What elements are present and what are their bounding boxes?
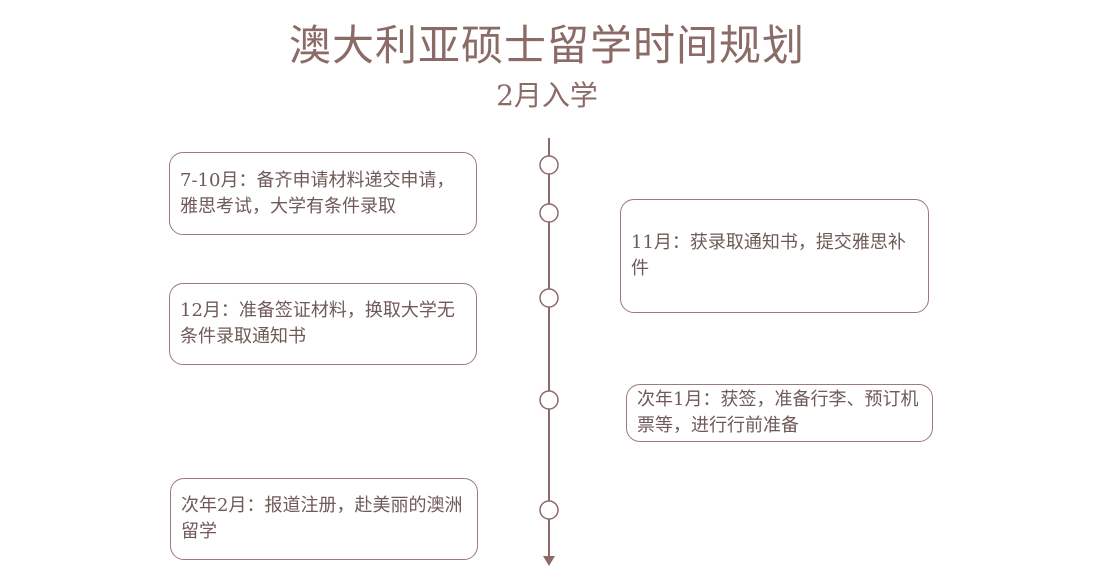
- event-text-next-jan: 次年1月：获签，准备行李、预订机票等，进行行前准备: [637, 389, 919, 436]
- timeline-node-1: [539, 155, 559, 175]
- timeline-node-4: [539, 390, 559, 410]
- timeline-node-2: [539, 203, 559, 223]
- event-text-nov: 11月：获录取通知书，提交雅思补件: [631, 232, 906, 279]
- event-box-next-jan: 次年1月：获签，准备行李、预订机票等，进行行前准备: [626, 384, 933, 442]
- event-text-next-feb: 次年2月：报道注册，赴美丽的澳洲留学: [181, 495, 463, 542]
- event-text-dec: 12月：准备签证材料，换取大学无条件录取通知书: [180, 300, 455, 347]
- page-title: 澳大利亚硕士留学时间规划: [288, 21, 805, 70]
- event-box-next-feb: 次年2月：报道注册，赴美丽的澳洲留学: [170, 478, 478, 560]
- timeline-node-5: [539, 500, 559, 520]
- event-box-dec: 12月：准备签证材料，换取大学无条件录取通知书: [169, 283, 477, 365]
- page-subtitle: 2月入学: [496, 79, 598, 112]
- timeline-arrowhead: [543, 556, 555, 566]
- timeline-node-3: [539, 288, 559, 308]
- event-text-jul-oct: 7-10月：备齐申请材料递交申请，雅思考试，大学有条件录取: [180, 169, 455, 217]
- event-box-nov: 11月：获录取通知书，提交雅思补件: [620, 199, 929, 313]
- event-box-jul-oct: 7-10月：备齐申请材料递交申请，雅思考试，大学有条件录取: [169, 152, 477, 235]
